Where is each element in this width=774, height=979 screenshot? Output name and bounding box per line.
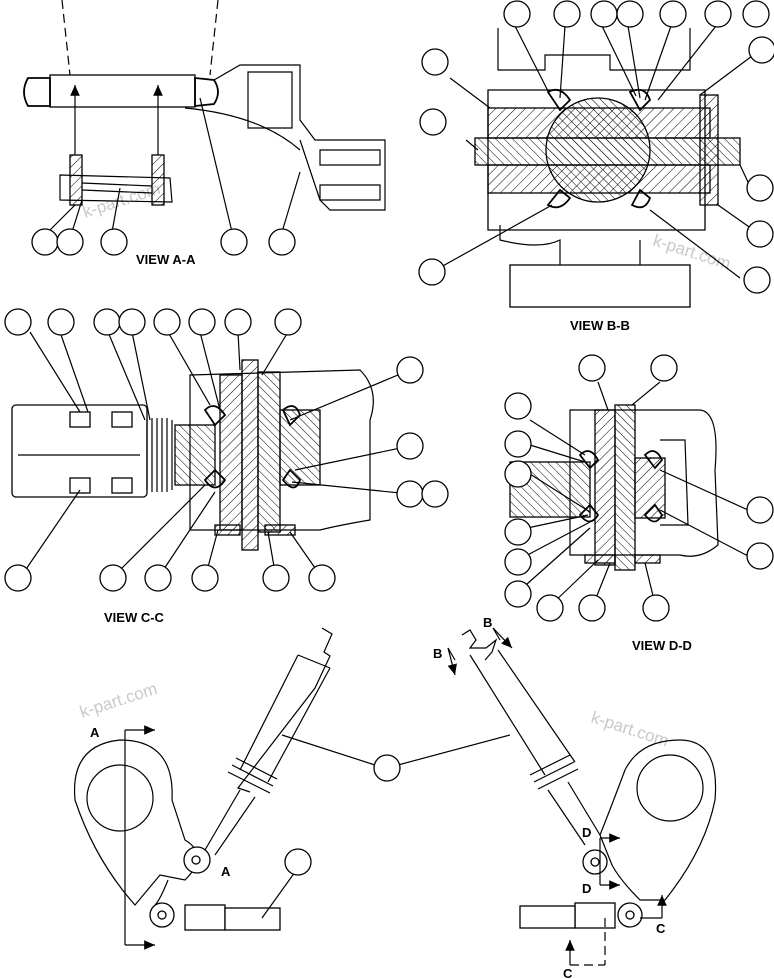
callout-bubble <box>504 580 532 608</box>
callout-bubble <box>396 480 424 508</box>
callout-bubble <box>220 228 248 256</box>
callout-bubble <box>4 564 32 592</box>
callout-bubble <box>396 432 424 460</box>
view-c-c: VIEW C-C <box>11 331 411 625</box>
callout-bubble <box>746 220 774 248</box>
callout-bubble <box>396 356 424 384</box>
callout-bubble <box>418 258 446 286</box>
callout-bubble <box>578 594 606 622</box>
callout-bubble <box>504 548 532 576</box>
view-b-b: VIEW B-B <box>431 25 763 333</box>
callout-bubble <box>650 354 678 382</box>
callout-bubble <box>93 308 121 336</box>
callout-bubble <box>504 430 532 458</box>
view-d-d-title: VIEW D-D <box>632 638 692 653</box>
section-marker-b: B <box>483 615 492 630</box>
section-marker-d: D <box>582 825 591 840</box>
callout-bubble <box>746 174 774 202</box>
callout-bubble <box>56 228 84 256</box>
callout-bubble <box>743 266 771 294</box>
callout-bubble <box>100 228 128 256</box>
callout-bubble <box>99 564 127 592</box>
callout-bubble <box>419 108 447 136</box>
callout-bubble <box>262 564 290 592</box>
callout-bubble <box>748 36 774 64</box>
view-a-a-title: VIEW A-A <box>136 252 196 267</box>
view-c-c-title: VIEW C-C <box>104 610 165 625</box>
callout-bubble <box>373 754 401 782</box>
callout-bubble <box>742 0 770 28</box>
callout-bubble <box>746 496 774 524</box>
callout-bubble <box>191 564 219 592</box>
callout-bubble <box>421 480 449 508</box>
callout-bubble <box>616 0 644 28</box>
section-marker-b: B <box>433 646 442 661</box>
callout-bubble <box>746 542 774 570</box>
section-marker-c: C <box>563 966 573 979</box>
section-marker-d: D <box>582 881 591 896</box>
callout-bubble <box>504 460 532 488</box>
callout-bubble <box>31 228 59 256</box>
callout-bubble <box>268 228 296 256</box>
callout-bubble <box>421 48 449 76</box>
callout-bubbles <box>4 0 774 876</box>
callout-bubble <box>504 392 532 420</box>
callout-bubble <box>118 308 146 336</box>
callout-bubble <box>308 564 336 592</box>
watermark: k-part.com <box>589 708 671 751</box>
callout-bubble <box>503 0 531 28</box>
callout-bubble <box>224 308 252 336</box>
section-marker-a: A <box>221 864 231 879</box>
callout-bubble <box>590 0 618 28</box>
callout-bubble <box>284 848 312 876</box>
watermark: k-part.com <box>77 679 159 722</box>
callout-bubble <box>659 0 687 28</box>
callout-bubble <box>144 564 172 592</box>
section-marker-a: A <box>90 725 100 740</box>
callout-bubble <box>553 0 581 28</box>
callout-bubble <box>704 0 732 28</box>
callout-bubble <box>504 518 532 546</box>
callout-bubble <box>536 594 564 622</box>
view-a-a: VIEW A-A <box>23 0 386 267</box>
callout-bubble <box>153 308 181 336</box>
callout-bubble <box>274 308 302 336</box>
callout-bubble <box>642 594 670 622</box>
view-b-b-title: VIEW B-B <box>570 318 630 333</box>
section-marker-c: C <box>656 921 666 936</box>
callout-bubble <box>4 308 32 336</box>
callout-bubble <box>188 308 216 336</box>
cylinder-assembly: A A B B D D C C <box>73 615 717 979</box>
callout-bubble <box>47 308 75 336</box>
callout-bubble <box>578 354 606 382</box>
